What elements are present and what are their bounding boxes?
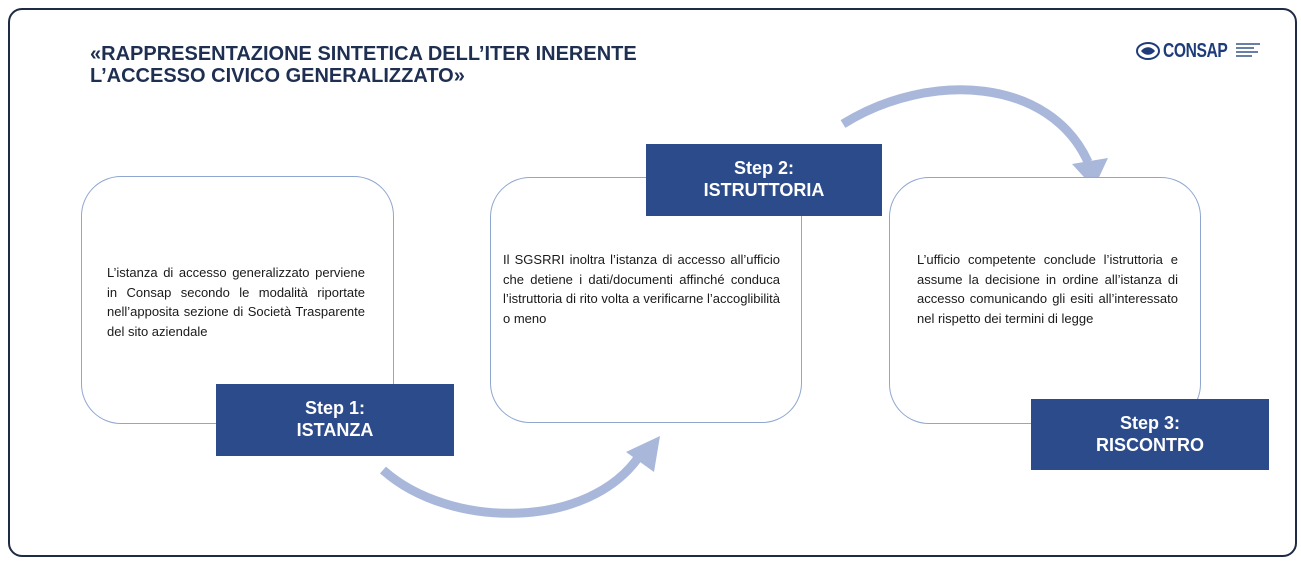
logo-subtext-mark <box>1236 43 1264 59</box>
curved-arrow-step2-to-step3 <box>840 85 1093 164</box>
consap-logo-mark-icon <box>1136 42 1160 60</box>
slide-frame <box>8 8 1297 557</box>
step-2-badge: Step 2: ISTRUTTORIA <box>646 144 882 216</box>
step-1-badge: Step 1: ISTANZA <box>216 384 454 456</box>
curved-arrow-step1-to-step2 <box>380 452 644 518</box>
step-1-description: L’istanza di accesso generalizzato pervi… <box>107 265 365 339</box>
step-2-name: ISTRUTTORIA <box>703 180 825 200</box>
step-3-name: RISCONTRO <box>1096 435 1204 455</box>
consap-logo: CONSAP <box>1136 40 1266 64</box>
step-1-name: ISTANZA <box>296 420 374 440</box>
step-3-badge: Step 3: RISCONTRO <box>1031 399 1269 470</box>
step-2-description: Il SGSRRI inoltra l’istanza di accesso a… <box>503 252 780 326</box>
step-1-card <box>81 176 394 424</box>
arrowhead-step2 <box>626 436 660 472</box>
title-line-2: L’ACCESSO CIVICO GENERALIZZATO» <box>90 65 465 87</box>
step-3-description: L’ufficio competente conclude l’istrutto… <box>917 252 1178 326</box>
step-3-label: Step 3: <box>1119 413 1180 433</box>
step-3-card <box>889 177 1201 424</box>
step-1-label: Step 1: <box>304 398 365 418</box>
step-2-label: Step 2: <box>733 158 794 178</box>
slide-title: «RAPPRESENTAZIONE SINTETICA DELL’ITER IN… <box>90 43 790 87</box>
step-2-card <box>490 177 802 423</box>
title-line-1: «RAPPRESENTAZIONE SINTETICA DELL’ITER IN… <box>90 43 637 65</box>
arrowhead-step3 <box>1072 158 1108 188</box>
logo-wordmark: CONSAP <box>1163 40 1228 62</box>
